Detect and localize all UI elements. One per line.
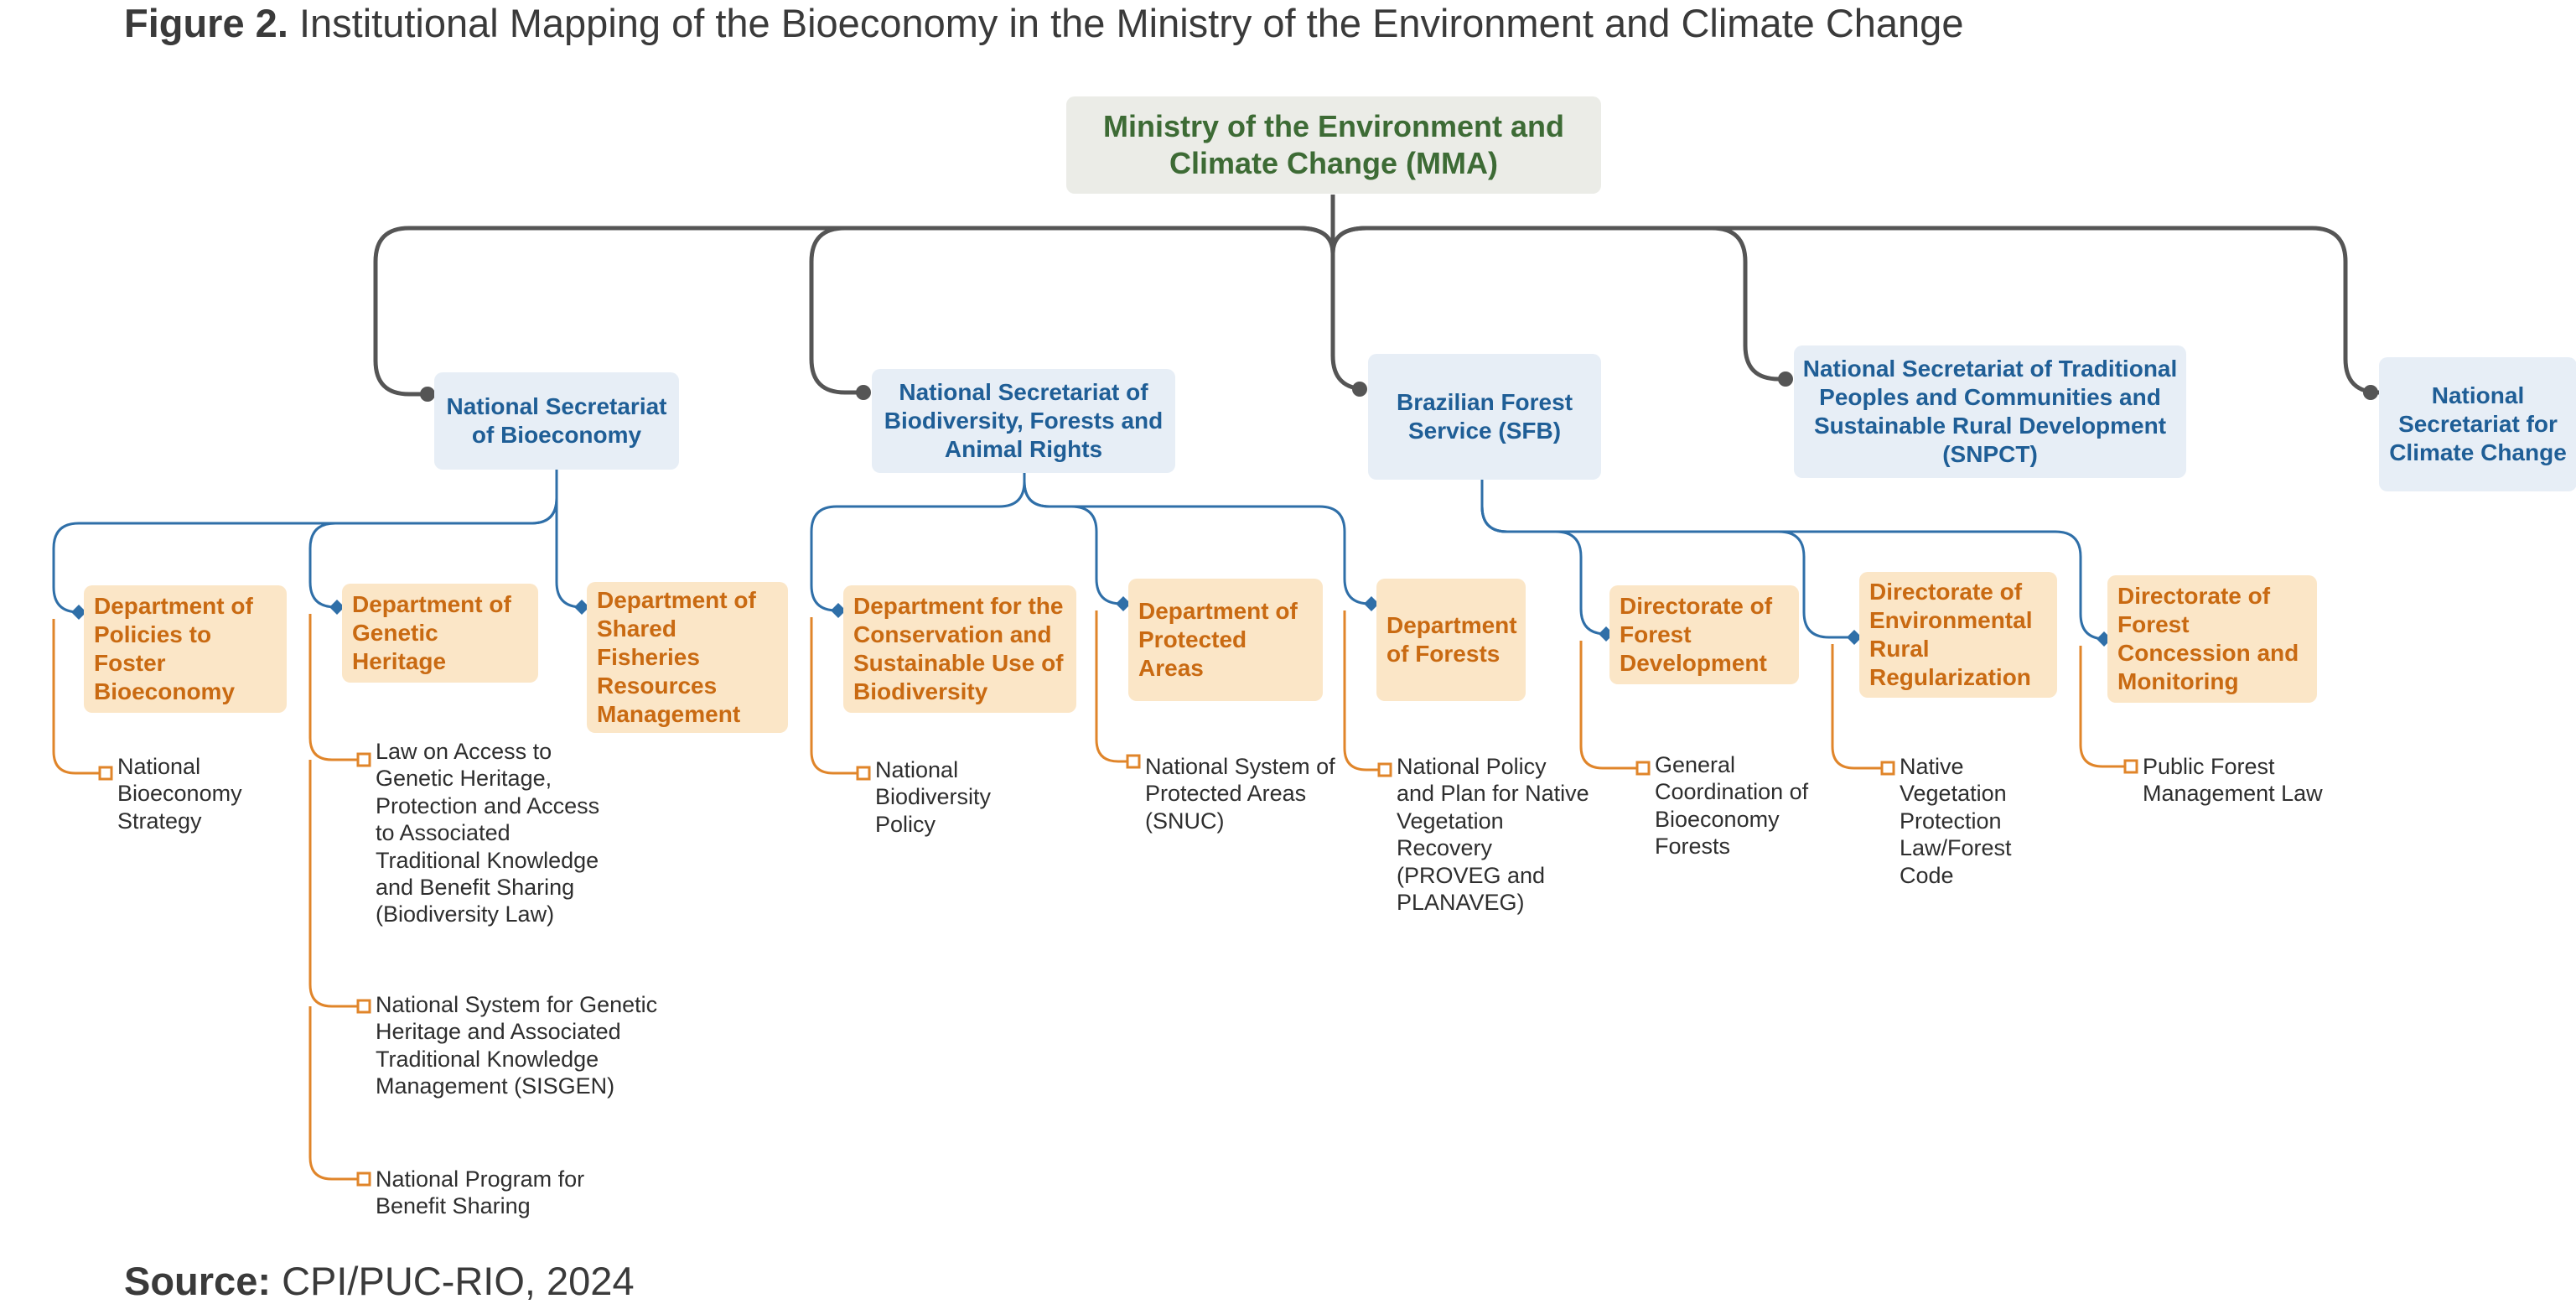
secretariat-label: National Secretariat for Climate Change: [2389, 382, 2567, 466]
department-forests: Department of Forests: [1376, 579, 1526, 701]
connector-square: [1377, 762, 1392, 777]
root-node-ministry: Ministry of the Environment and Climate …: [1066, 96, 1601, 194]
department-label: Directorate of Forest Concession and Mon…: [2117, 582, 2299, 695]
connector-diamond: [574, 600, 589, 615]
connector-diamond: [831, 603, 846, 618]
leaf-item: National System for Genetic Heritage and…: [376, 992, 658, 1099]
leaf-item: National Biodiversity Policy: [875, 757, 992, 837]
connector-diamond: [71, 605, 86, 620]
connector-square: [356, 999, 371, 1014]
connector-diamond: [1364, 596, 1379, 611]
secretariat-forest-service: Brazilian Forest Service (SFB): [1368, 354, 1601, 480]
connector-diamond: [1116, 596, 1131, 611]
directorate-forest-concession: Directorate of Forest Concession and Mon…: [2107, 575, 2317, 703]
secretariat-biodiversity: National Secretariat of Biodiversity, Fo…: [872, 369, 1175, 473]
department-label: Department of Shared Fisheries Resources…: [597, 586, 756, 728]
leaf-item: Native Vegetation Protection Law/Forest …: [1900, 754, 2012, 888]
connector-square: [1880, 761, 1895, 776]
connector-square: [2123, 759, 2138, 774]
secretariat-bioeconomy: National Secretariat of Bioeconomy: [434, 372, 679, 470]
connector-blue: [555, 470, 583, 609]
connector-square: [98, 766, 113, 781]
department-protected-areas: Department of Protected Areas: [1128, 579, 1323, 701]
connector-square: [1126, 754, 1141, 769]
connector-square: [856, 766, 871, 781]
connector-orange: [308, 760, 358, 1008]
connector-root-to-climate: [1330, 226, 2380, 395]
connector-root-to-biodiversity: [809, 226, 1335, 395]
connector-diamond: [1847, 630, 1862, 645]
secretariat-label: National Secretariat of Bioeconomy: [446, 392, 667, 448]
department-genetic-heritage: Department of Genetic Heritage: [342, 584, 538, 683]
connector-orange: [52, 619, 100, 775]
leaf-item: National Policy and Plan for Native Vege…: [1397, 754, 1589, 915]
department-label: Department of Protected Areas: [1138, 597, 1298, 682]
department-label: Directorate of Environmental Rural Regul…: [1869, 578, 2033, 691]
secretariat-snpct: National Secretariat of Traditional Peop…: [1794, 345, 2186, 478]
root-node-label: Ministry of the Environment and Climate …: [1102, 109, 1565, 180]
figure-title-text: Institutional Mapping of the Bioeconomy …: [298, 1, 1964, 45]
source-note: Source: CPI/PUC-RIO, 2024: [124, 1258, 635, 1304]
leaf-item: National Bioeconomy Strategy: [117, 754, 242, 834]
secretariat-label: National Secretariat of Biodiversity, Fo…: [884, 378, 1164, 463]
department-shared-fisheries: Department of Shared Fisheries Resources…: [587, 582, 788, 733]
connector-orange: [2079, 646, 2125, 768]
leaf-item: National System of Protected Areas (SNUC…: [1145, 754, 1335, 834]
connector-square: [1635, 761, 1651, 776]
connector-orange: [1343, 610, 1379, 771]
connector-orange: [1095, 610, 1127, 763]
department-label: Department of Policies to Foster Bioecon…: [94, 592, 253, 705]
department-label: Department of Forests: [1386, 611, 1517, 667]
department-label: Department for the Conservation and Sust…: [853, 592, 1064, 705]
leaf-item: Public Forest Management Law: [2143, 754, 2323, 807]
connector-blue: [810, 473, 1026, 612]
secretariat-label: Brazilian Forest Service (SFB): [1396, 388, 1573, 444]
connector-dot: [1352, 382, 1367, 397]
connector-root-to-bioeconomy: [373, 226, 1335, 397]
directorate-rural-regularization: Directorate of Environmental Rural Regul…: [1859, 572, 2057, 698]
connector-orange: [1579, 641, 1637, 770]
source-label: Source:: [124, 1259, 271, 1303]
department-label: Department of Genetic Heritage: [352, 590, 511, 675]
department-policies-bioeconomy: Department of Policies to Foster Bioecon…: [84, 585, 287, 713]
department-conservation-biodiversity: Department for the Conservation and Sust…: [843, 585, 1076, 713]
figure-label: Figure 2.: [124, 1, 288, 45]
connector-orange: [308, 1006, 358, 1181]
connector-diamond: [329, 600, 345, 615]
source-text: CPI/PUC-RIO, 2024: [282, 1259, 635, 1303]
connector-orange: [810, 617, 858, 775]
secretariat-climate-change: National Secretariat for Climate Change: [2379, 357, 2576, 491]
connector-blue: [1023, 473, 1123, 605]
connector-dot: [2363, 385, 2378, 400]
connector-orange: [1831, 644, 1882, 770]
connector-blue: [1023, 473, 1371, 605]
connector-dot: [1778, 371, 1793, 387]
connector-blue: [308, 497, 558, 609]
connector-blue: [1480, 506, 2107, 641]
connector-square: [356, 1172, 371, 1187]
connector-orange: [308, 614, 358, 761]
department-label: Directorate of Forest Development: [1620, 592, 1773, 677]
secretariat-label: National Secretariat of Traditional Peop…: [1802, 355, 2178, 468]
leaf-item: General Coordination of Bioeconomy Fores…: [1655, 752, 1809, 860]
directorate-forest-development: Directorate of Forest Development: [1609, 585, 1799, 684]
connector-dot: [420, 387, 435, 402]
connector-square: [356, 752, 371, 767]
connector-dot: [856, 385, 871, 400]
leaf-item: National Program for Benefit Sharing: [376, 1166, 585, 1219]
figure-title: Figure 2. Institutional Mapping of the B…: [124, 0, 1963, 46]
leaf-item: Law on Access to Genetic Heritage, Prote…: [376, 739, 600, 927]
connector-root-to-forest-service: [1330, 195, 1367, 392]
